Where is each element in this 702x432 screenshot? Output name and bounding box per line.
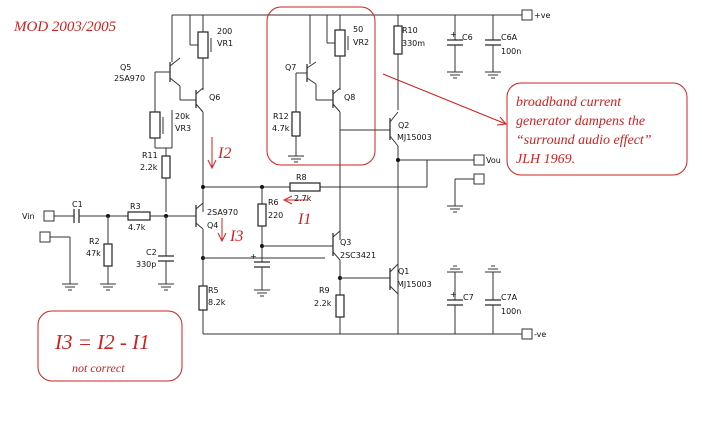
r12-label: R12 bbox=[273, 112, 289, 121]
note-line-3: “surround audio effect” bbox=[516, 133, 652, 148]
q3-label: Q3 bbox=[340, 238, 351, 247]
q6-transistor: Q6 bbox=[180, 87, 220, 212]
negative-rail: -ve bbox=[203, 328, 546, 340]
c2-capacitor: C2 330p bbox=[136, 216, 174, 291]
r2-label: R2 bbox=[89, 237, 100, 246]
q6-label: Q6 bbox=[209, 93, 220, 102]
q5-label: Q5 bbox=[120, 63, 131, 72]
note-line-4: JLH 1969. bbox=[516, 152, 575, 167]
note-line-1: broadband current bbox=[516, 95, 622, 110]
vr3-value: 20k bbox=[175, 112, 190, 121]
c6a-value: 100n bbox=[501, 47, 521, 56]
i1-label: I1 bbox=[297, 211, 311, 228]
r12-resistor: R12 4.7k bbox=[272, 111, 304, 163]
r6-label: R6 bbox=[268, 198, 279, 207]
vin-label: Vin bbox=[22, 212, 35, 221]
input-section: Vin C1 bbox=[22, 200, 128, 291]
q4-label: Q4 bbox=[207, 221, 218, 230]
c7a-label: C7A bbox=[501, 293, 518, 302]
q1-type: MJ15003 bbox=[397, 280, 432, 289]
q2-label: Q2 bbox=[398, 121, 409, 130]
vr2-label: VR2 bbox=[353, 38, 369, 47]
r10-label: R10 bbox=[402, 26, 418, 35]
c6-capacitor: + C6 bbox=[447, 15, 473, 79]
q4-type: 2SA970 bbox=[207, 208, 238, 217]
output-node: Vou bbox=[320, 154, 501, 213]
note-line-2: generator dampens the bbox=[516, 114, 645, 129]
r5-value: 8.2k bbox=[208, 298, 226, 307]
r5-label: R5 bbox=[208, 286, 219, 295]
current-source-highlight bbox=[266, 6, 376, 166]
r2-value: 47k bbox=[86, 249, 101, 258]
mod-title: MOD 2003/2005 bbox=[13, 19, 117, 35]
q7-transistor: Q7 bbox=[285, 15, 317, 112]
c6a-capacitor: C6A 100n bbox=[485, 15, 521, 79]
c7a-capacitor: C7A 100n bbox=[485, 265, 521, 334]
c6-label: C6 bbox=[462, 33, 473, 42]
r3-label: R3 bbox=[130, 202, 141, 211]
r11-label: R11 bbox=[142, 151, 158, 160]
r10-resistor: R10 330m bbox=[393, 15, 425, 110]
q5-transistor: Q5 2SA970 bbox=[114, 15, 181, 110]
c7-label: C7 bbox=[463, 293, 474, 302]
r8-label: R8 bbox=[296, 173, 307, 182]
c2-value: 330p bbox=[136, 260, 156, 269]
c1-label: C1 bbox=[72, 200, 83, 209]
r6-value: 220 bbox=[268, 211, 283, 220]
vr2-value: 50 bbox=[353, 25, 363, 34]
r10-value: 330m bbox=[402, 39, 425, 48]
current-i3: I3 bbox=[217, 218, 243, 245]
note-callout: broadband current generator dampens the … bbox=[382, 73, 688, 176]
vr3-label: VR3 bbox=[175, 124, 191, 133]
r11-value: 2.2k bbox=[140, 163, 158, 172]
q3-type: 2SC3421 bbox=[340, 251, 376, 260]
r8-resistor: R8 2.7k bbox=[201, 173, 321, 203]
c6a-label: C6A bbox=[501, 33, 518, 42]
pos-rail-label: +ve bbox=[534, 11, 550, 20]
vr2-trimmer: 50 VR2 bbox=[326, 15, 369, 90]
q1-transistor: Q1 MJ15003 bbox=[389, 158, 432, 295]
r11-resistor: R11 2.2k bbox=[140, 148, 171, 212]
svg-text:+: + bbox=[450, 30, 457, 39]
q8-transistor: Q8 bbox=[316, 87, 380, 240]
c7a-value: 100n bbox=[501, 307, 521, 316]
r8-value: 2.7k bbox=[294, 194, 312, 203]
vr1-trimmer: 200 VR1 bbox=[189, 15, 233, 90]
neg-rail-label: -ve bbox=[534, 330, 546, 339]
i2-label: I2 bbox=[217, 145, 231, 162]
svg-text:+: + bbox=[250, 252, 257, 261]
q8-label: Q8 bbox=[344, 93, 355, 102]
equation-note: not correct bbox=[72, 361, 125, 375]
q3-transistor: Q3 2SC3421 bbox=[325, 230, 390, 295]
q2-transistor: Q2 MJ15003 bbox=[380, 111, 432, 334]
r6-resistor: + R6 220 bbox=[250, 187, 325, 297]
r9-resistor: R9 2.2k bbox=[314, 286, 345, 334]
r9-value: 2.2k bbox=[314, 299, 332, 308]
r5-resistor: R5 8.2k bbox=[198, 256, 325, 334]
r9-label: R9 bbox=[319, 286, 330, 295]
equation-box: I3 = I2 - I1 not correct bbox=[37, 310, 183, 382]
svg-text:+: + bbox=[450, 290, 457, 299]
r2-resistor: R2 47k bbox=[86, 216, 116, 291]
vr3-trimmer: 20k VR3 bbox=[149, 110, 191, 149]
c7-capacitor: + C7 bbox=[447, 265, 474, 334]
vr1-value: 200 bbox=[217, 27, 232, 36]
current-i2: I2 bbox=[207, 137, 231, 170]
r12-value: 4.7k bbox=[272, 124, 290, 133]
vr1-label: VR1 bbox=[217, 39, 233, 48]
q1-label: Q1 bbox=[398, 267, 409, 276]
q7-label: Q7 bbox=[285, 63, 296, 72]
q5-type: 2SA970 bbox=[114, 74, 145, 83]
q2-type: MJ15003 bbox=[397, 133, 432, 142]
equation-text: I3 = I2 - I1 bbox=[54, 330, 150, 354]
positive-rail: +ve bbox=[172, 9, 550, 21]
vout-label: Vou bbox=[486, 156, 501, 165]
i3-label: I3 bbox=[229, 228, 243, 245]
r3-resistor: R3 4.7k bbox=[127, 202, 196, 232]
c2-label: C2 bbox=[146, 248, 157, 257]
current-i1: I1 bbox=[282, 195, 311, 228]
r3-value: 4.7k bbox=[128, 223, 146, 232]
